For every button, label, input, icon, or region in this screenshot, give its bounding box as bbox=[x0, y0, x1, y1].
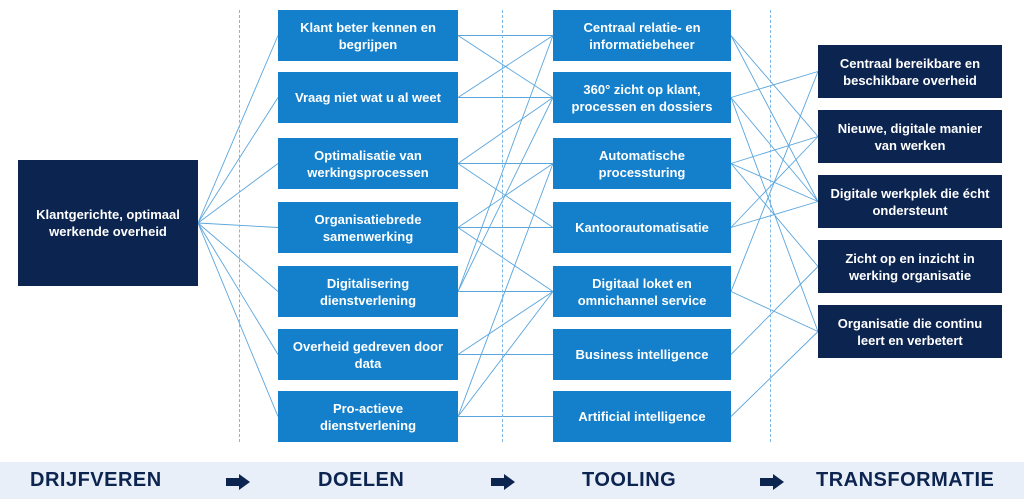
goal-tool-connector bbox=[457, 163, 554, 417]
goal-box: Overheid gedreven door data bbox=[278, 329, 458, 380]
goal-box-label: Vraag niet wat u al weet bbox=[295, 90, 441, 105]
column-divider bbox=[239, 10, 240, 442]
goal-tool-connector bbox=[457, 35, 554, 98]
goal-tool-connector bbox=[457, 291, 554, 355]
transformation-box: Zicht op en inzicht in werking organisat… bbox=[818, 240, 1002, 293]
goal-tool-connector bbox=[457, 291, 554, 417]
connector-lines bbox=[197, 35, 819, 417]
footer-label-drivers: DRIJFVEREN bbox=[30, 469, 162, 491]
tool-transformation-connector bbox=[730, 35, 819, 202]
transformation-box: Nieuwe, digitale manier van werken bbox=[818, 110, 1002, 163]
transformation-box: Digitale werkplek die écht ondersteunt bbox=[818, 175, 1002, 228]
tool-transformation-connector bbox=[730, 331, 819, 417]
goal-box: Optimalisatie van werkingsprocessen bbox=[278, 138, 458, 189]
tool-box-label: Centraal relatie- en informatiebeheer bbox=[583, 19, 701, 52]
column-divider bbox=[770, 10, 771, 442]
transformation-box: Centraal bereikbare en beschikbare overh… bbox=[818, 45, 1002, 98]
driver-goal-connector bbox=[197, 97, 279, 224]
tool-box-label: Artificial intelligence bbox=[578, 409, 706, 424]
tool-transformation-connector bbox=[730, 97, 819, 332]
driver-goal-connector bbox=[197, 163, 279, 224]
tool-box: Kantoorautomatisatie bbox=[553, 202, 731, 253]
tool-box-label: 360° zicht op klant, processen en dossie… bbox=[571, 81, 713, 114]
column-divider bbox=[502, 10, 503, 442]
arrow-right-icon bbox=[491, 474, 515, 490]
goal-box-label: Organisatiebrede samenwerking bbox=[314, 211, 422, 244]
goal-box: Organisatiebrede samenwerking bbox=[278, 202, 458, 253]
goal-box-label: Pro-actieve dienstverlening bbox=[319, 400, 417, 433]
transformation-box-label: Organisatie die continu leert en verbete… bbox=[837, 315, 983, 348]
tool-box: Artificial intelligence bbox=[553, 391, 731, 442]
tool-transformation-connector bbox=[730, 35, 819, 137]
transformation-box-label: Digitale werkplek die écht ondersteunt bbox=[830, 185, 990, 218]
transformation-box-label: Zicht op en inzicht in werking organisat… bbox=[845, 250, 975, 283]
goal-box: Digitalisering dienstverlening bbox=[278, 266, 458, 317]
transformation-box-label: Nieuwe, digitale manier van werken bbox=[837, 120, 983, 153]
tool-box-label: Automatische processturing bbox=[598, 147, 686, 180]
driver-label: Klantgerichte, optimaal werkende overhei… bbox=[36, 207, 180, 239]
transformation-box-label: Centraal bereikbare en beschikbare overh… bbox=[839, 55, 981, 88]
tool-transformation-connector bbox=[730, 71, 819, 98]
tool-transformation-connector bbox=[730, 136, 819, 164]
tool-transformation-connector bbox=[730, 97, 819, 202]
goal-tool-connector bbox=[457, 35, 554, 292]
goal-tool-connector bbox=[457, 227, 554, 292]
goal-box: Klant beter kennen en begrijpen bbox=[278, 10, 458, 61]
tool-box: Digitaal loket en omnichannel service bbox=[553, 266, 731, 317]
goal-box: Vraag niet wat u al weet bbox=[278, 72, 458, 123]
footer-bar: DRIJFVEREN DOELEN TOOLING TRANSFORMATIE bbox=[0, 462, 1024, 499]
tool-box-label: Digitaal loket en omnichannel service bbox=[577, 275, 707, 308]
tool-box-label: Business intelligence bbox=[575, 347, 709, 362]
driver-goal-connector bbox=[197, 222, 279, 355]
goal-box: Pro-actieve dienstverlening bbox=[278, 391, 458, 442]
tool-transformation-connector bbox=[730, 291, 819, 332]
tool-box: Centraal relatie- en informatiebeheer bbox=[553, 10, 731, 61]
driver-goal-connector bbox=[197, 222, 279, 228]
tool-box: Automatische processturing bbox=[553, 138, 731, 189]
goal-box-label: Overheid gedreven door data bbox=[292, 338, 444, 371]
goal-tool-connector bbox=[457, 97, 554, 292]
tool-transformation-connector bbox=[730, 71, 819, 292]
goal-tool-connector bbox=[457, 97, 554, 164]
driver-box: Klantgerichte, optimaal werkende overhei… bbox=[18, 160, 198, 286]
footer-label-tooling: TOOLING bbox=[582, 469, 677, 491]
driver-goal-connector bbox=[197, 35, 279, 224]
arrow-right-icon bbox=[226, 474, 250, 490]
tool-box: Business intelligence bbox=[553, 329, 731, 380]
footer-label-goals: DOELEN bbox=[318, 469, 405, 491]
goal-box-label: Digitalisering dienstverlening bbox=[319, 275, 417, 308]
transformation-box: Organisatie die continu leert en verbete… bbox=[818, 305, 1002, 358]
tool-box: 360° zicht op klant, processen en dossie… bbox=[553, 72, 731, 123]
goal-box-label: Klant beter kennen en begrijpen bbox=[300, 19, 436, 52]
tool-transformation-connector bbox=[730, 163, 819, 202]
driver-goal-connector bbox=[197, 222, 279, 417]
tool-box-label: Kantoorautomatisatie bbox=[575, 220, 709, 235]
driver-goal-connector bbox=[197, 222, 279, 292]
arrow-right-icon bbox=[760, 474, 784, 490]
tool-transformation-connector bbox=[730, 266, 819, 355]
footer-label-transformation: TRANSFORMATIE bbox=[816, 469, 995, 491]
goal-box-label: Optimalisatie van werkingsprocessen bbox=[307, 147, 429, 180]
